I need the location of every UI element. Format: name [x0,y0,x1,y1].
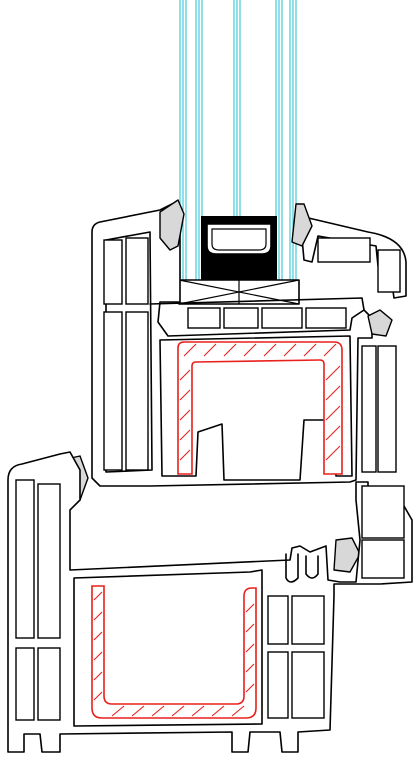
sash-steel-reinforcement [177,341,343,475]
frame-steel-reinforcement [91,585,257,719]
spacer-bar [201,216,277,280]
frame-profile [7,451,413,753]
glazing-bead [299,215,407,299]
